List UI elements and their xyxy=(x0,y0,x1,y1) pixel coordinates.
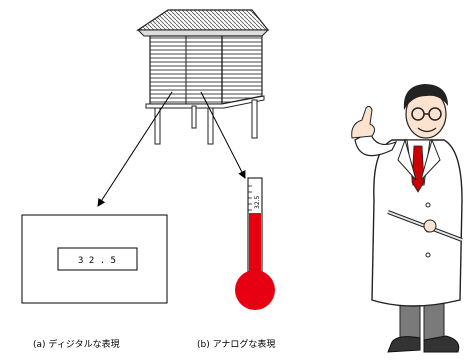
shelter-leg xyxy=(191,105,197,129)
professor-illustration xyxy=(351,84,463,353)
shelter-leg xyxy=(154,107,161,145)
thermometer-scale-label: 32.5 xyxy=(254,195,261,209)
arrow-to-analog xyxy=(200,91,246,179)
professor-hair xyxy=(403,84,448,110)
thermometer-mercury xyxy=(249,213,261,279)
shelter-side-panel xyxy=(221,35,263,105)
shelter-leg xyxy=(207,107,214,145)
digital-display: 3 2 . 5 xyxy=(21,214,168,304)
instrument-shelter xyxy=(136,9,270,145)
arrow-to-digital xyxy=(97,91,173,207)
digital-readout-box xyxy=(57,247,138,271)
thermometer-bulb xyxy=(235,270,275,310)
thermometer-ticks xyxy=(248,185,252,211)
analog-thermometer: 32.5 xyxy=(235,177,275,310)
caption-analog: (b) アナログな表現 xyxy=(197,340,276,350)
professor-pointing-hand xyxy=(351,105,376,139)
caption-digital: (a) ディジタルな表現 xyxy=(33,340,120,350)
professor-shoe xyxy=(423,335,460,353)
digital-readout-value: 3 2 . 5 xyxy=(78,256,116,266)
professor-tie xyxy=(411,145,425,193)
shelter-leg xyxy=(251,99,258,139)
glasses-icon xyxy=(411,107,442,121)
professor-shoe xyxy=(387,336,421,353)
shelter-roof xyxy=(136,9,270,31)
